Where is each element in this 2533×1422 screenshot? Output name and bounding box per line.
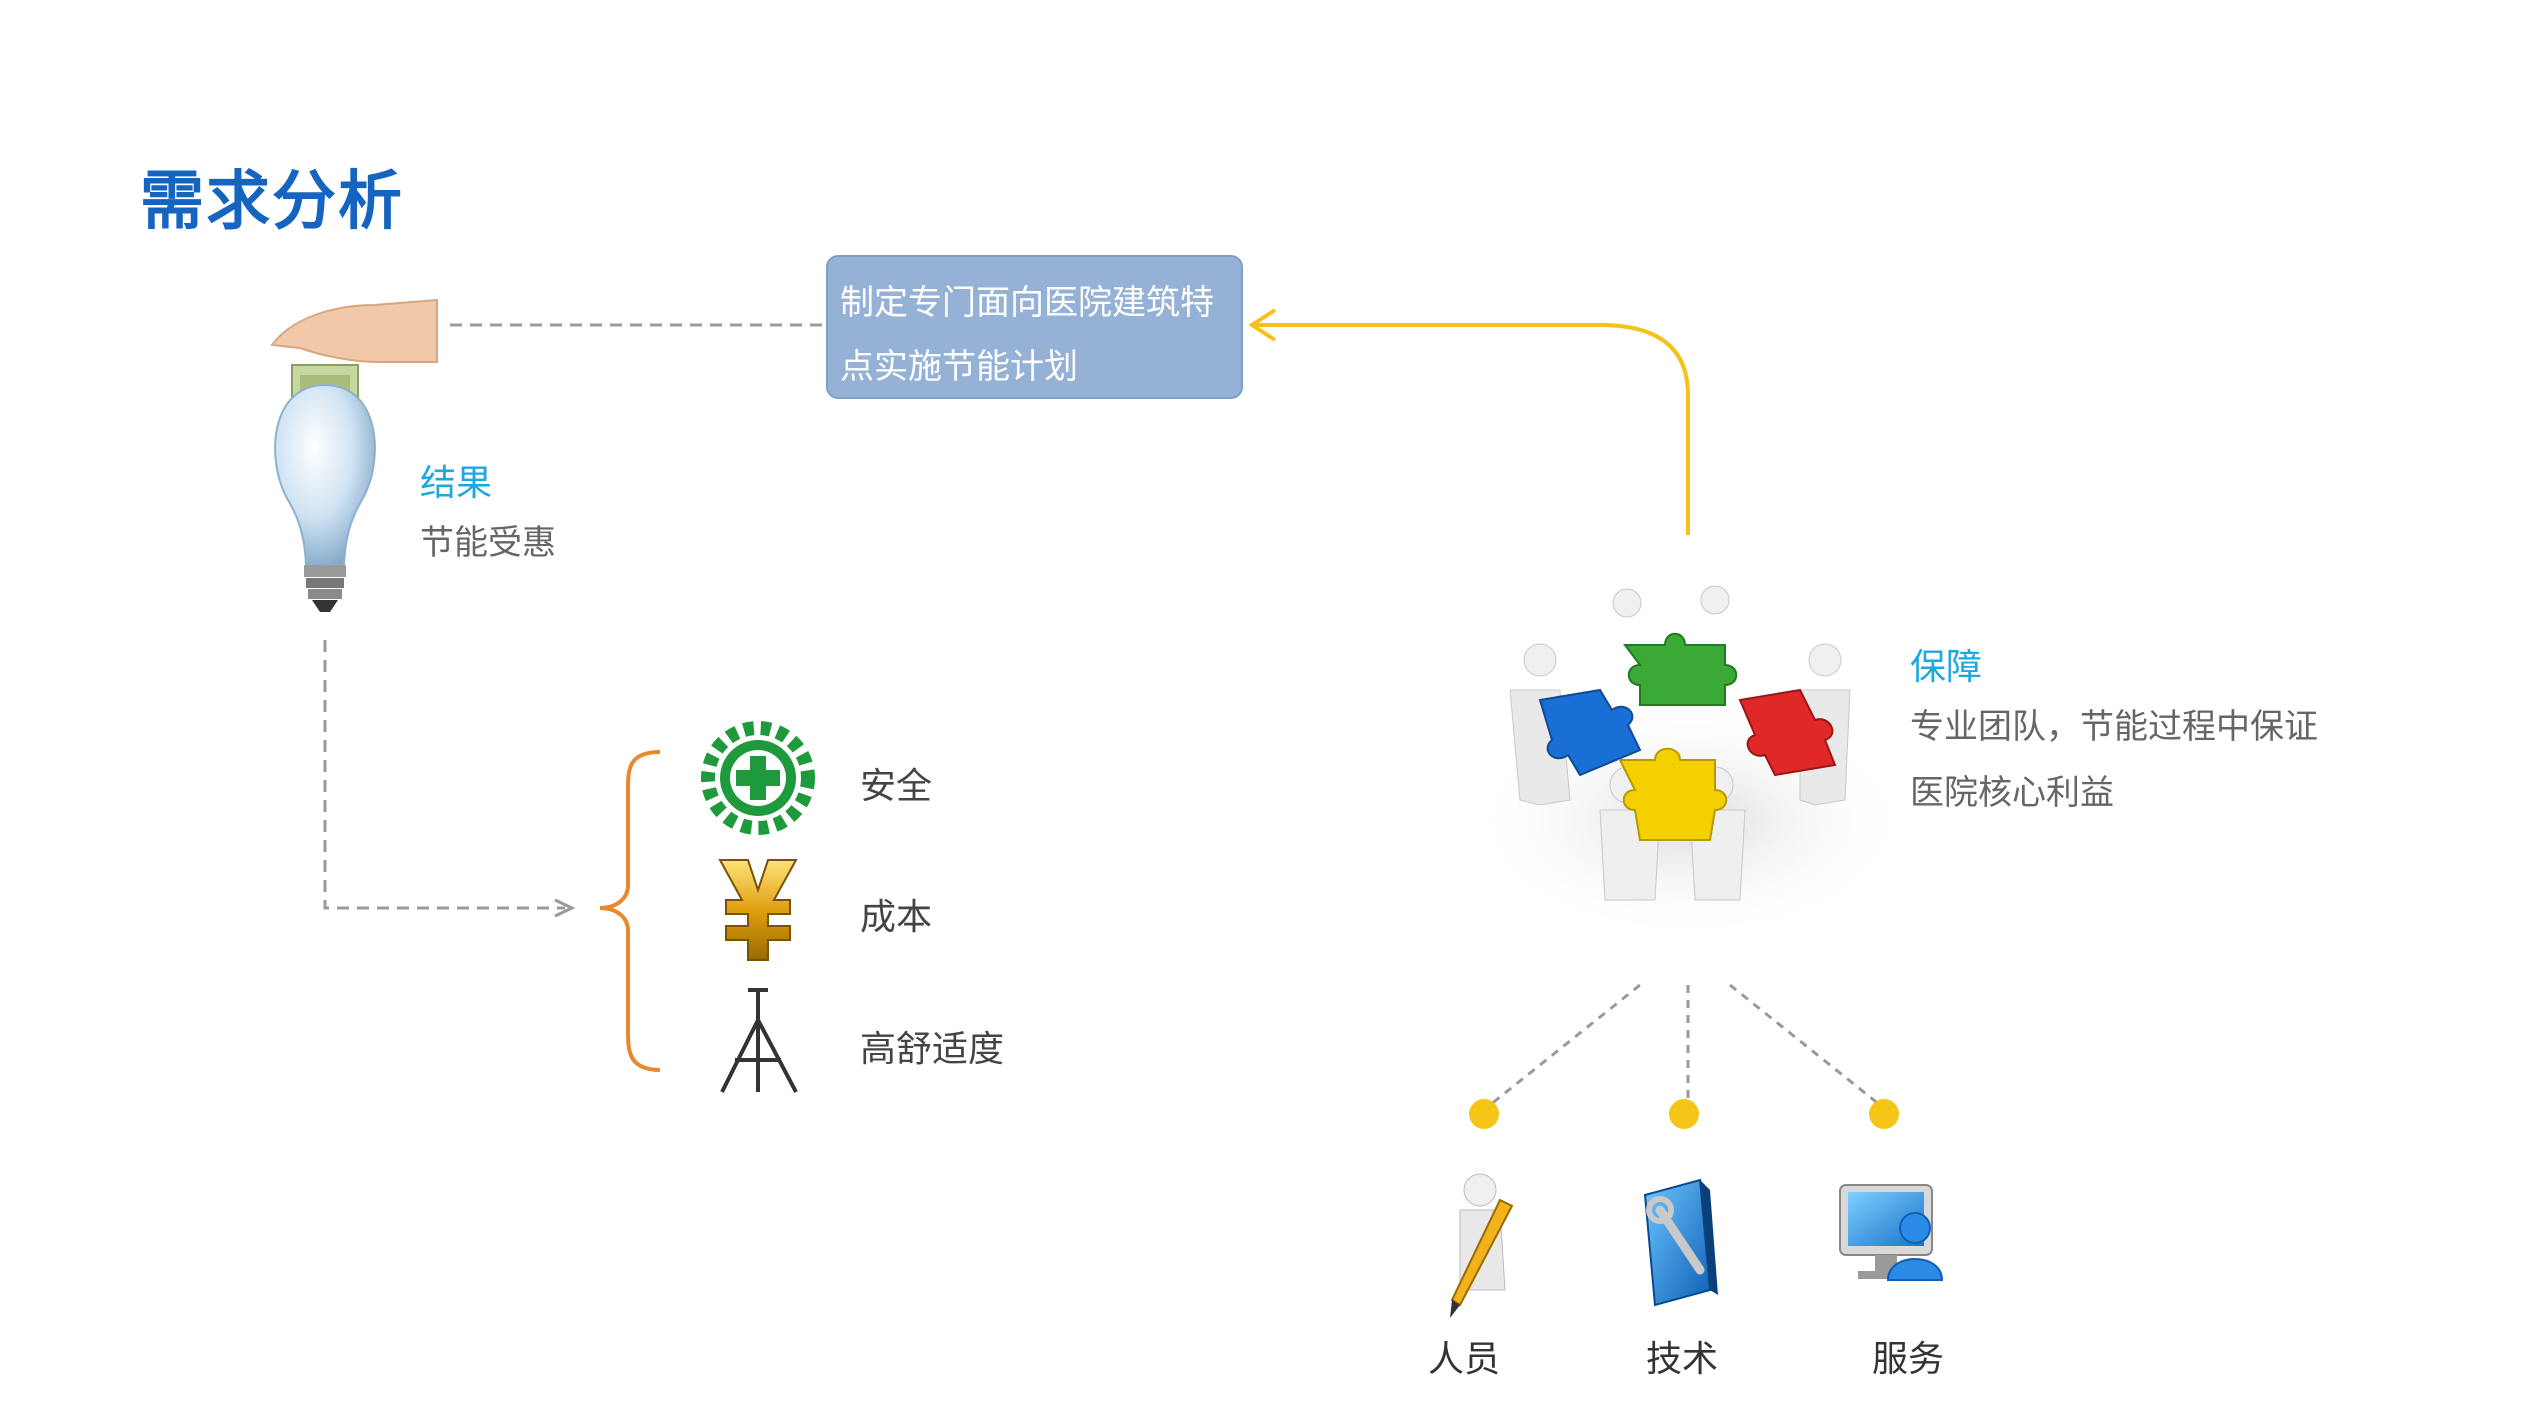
plan-box-line2: 点实施节能计划 (840, 347, 1078, 387)
guarantee-line2: 医院核心利益 (1910, 773, 2114, 813)
arrowhead-yellow (1248, 308, 1277, 342)
guarantee-heading: 保障 (1910, 647, 1983, 688)
benefit-label-safety: 安全 (860, 766, 933, 807)
benefits-brace (599, 750, 661, 1072)
pillar-label-tech: 技术 (1645, 1339, 1718, 1380)
connector-dashed-left (323, 640, 565, 910)
connector-dashed-service (1729, 983, 1881, 1107)
dot-people (1469, 1099, 1499, 1129)
connector-dashed-people (1489, 983, 1641, 1107)
dot-tech (1669, 1099, 1699, 1129)
puzzle-team-illustration (1470, 585, 1910, 940)
monitor-user-icon (1839, 1184, 1944, 1281)
person-with-pencil-icon (1450, 1173, 1514, 1318)
yuan-currency-icon (718, 859, 798, 961)
pillar-label-service: 服务 (1871, 1339, 1944, 1380)
book-wrench-icon (1643, 1178, 1718, 1307)
result-text: 节能受惠 (420, 523, 556, 563)
dot-service (1869, 1099, 1899, 1129)
pillar-label-people: 人员 (1427, 1339, 1500, 1380)
guarantee-line1: 专业团队，节能过程中保证 (1910, 707, 2318, 747)
plan-box-line1: 制定专门面向医院建筑特 (840, 283, 1214, 323)
page-title: 需求分析 (140, 165, 404, 239)
result-heading: 结果 (420, 463, 493, 504)
benefit-label-comfort: 高舒适度 (860, 1029, 1005, 1070)
plan-box: 制定专门面向医院建筑特 点实施节能计划 (826, 255, 1243, 399)
connector-arrow-yellow (1256, 323, 1690, 535)
connector-arrowhead-gray (554, 898, 576, 918)
light-bulb-icon (274, 383, 376, 612)
benefit-label-cost: 成本 (860, 897, 933, 938)
safety-cross-gear-icon (701, 721, 815, 835)
tripod-icon (720, 988, 798, 1093)
